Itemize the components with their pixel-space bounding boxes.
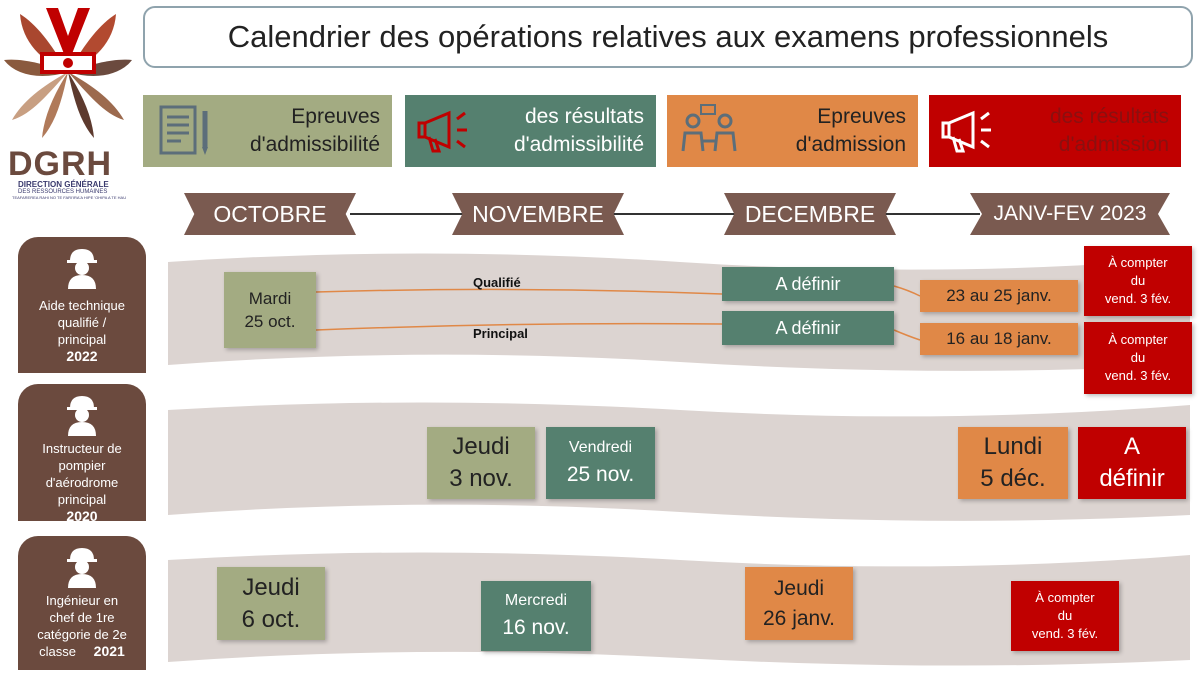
row-year: 2020: [66, 508, 98, 524]
row-label-line: pompier: [58, 458, 106, 473]
res-line: vend. 3 fév.: [1104, 368, 1172, 383]
row2-res-admissibilite: Vendredi 25 nov.: [546, 427, 655, 499]
date-day: Mardi: [248, 289, 292, 308]
legend-line1: Epreuves: [817, 105, 906, 128]
row-label-line: Ingénieur en: [45, 593, 119, 608]
row-label-line: d'aérodrome: [45, 475, 119, 490]
row1-principal-res-admissibilite: A définir: [722, 311, 894, 345]
logo-line3: TEAFAREREA RAHI NO TE FARI'IRA'A HIPE 'O…: [12, 195, 127, 200]
logo-acronym: DGRH: [8, 145, 113, 183]
date-value: 6 oct.: [241, 605, 301, 633]
row-label-ingenieur: Ingénieur en chef de 1re catégorie de 2e…: [18, 536, 146, 670]
legend-admission-resultats: des résultats d'admission: [929, 95, 1181, 167]
row3-res-admissibilite: Mercredi 16 nov.: [481, 581, 591, 651]
row-label-line: chef de 1re: [49, 610, 115, 625]
row2-admissibilite-date: Jeudi 3 nov.: [427, 427, 535, 499]
dgrh-logo: DGRH DIRECTION GÉNÉRALE DES RESSOURCES H…: [2, 2, 134, 200]
legend-line2: d'admission: [795, 133, 906, 156]
row1-qualifie-res-admission: À compter du vend. 3 fév.: [1084, 246, 1192, 316]
res-line: du: [1057, 608, 1073, 623]
res-line: définir: [1099, 465, 1165, 492]
date-day: Jeudi: [242, 573, 300, 601]
legend-admissibilite-resultats: des résultats d'admissibilité: [405, 95, 656, 167]
legend-admissibilite-epreuves: Epreuves d'admissibilité: [143, 95, 392, 167]
timeline-line: [350, 213, 980, 215]
legend-line2: d'admissibilité: [513, 133, 644, 156]
date-day: Jeudi: [773, 576, 825, 600]
worker-icon: [67, 396, 97, 436]
row-label-instructeur: Instructeur de pompier d'aérodrome princ…: [18, 384, 146, 524]
legend-line1: des résultats: [1049, 105, 1169, 128]
row-label-line: principal: [57, 492, 107, 507]
row-label-last-line: classe 2021: [18, 643, 146, 660]
worker-icon: [67, 249, 97, 289]
res-line: À compter: [1108, 332, 1168, 347]
res-line: À compter: [1108, 255, 1168, 270]
megaphone-icon: [941, 110, 991, 153]
date-day: Mercredi: [504, 592, 568, 609]
res-line: vend. 3 fév.: [1104, 291, 1172, 306]
row-label-line: Aide technique: [38, 298, 125, 313]
row-label-line: qualifié /: [57, 315, 107, 330]
date-day: Jeudi: [452, 433, 510, 460]
row1-admissibilite-date: Mardi 25 oct.: [224, 272, 316, 348]
track-label-qualifie: Qualifié: [473, 275, 521, 290]
legend-line1: des résultats: [524, 105, 644, 128]
date-value: 3 nov.: [449, 465, 513, 492]
logo-line2: DES RESSOURCES HUMAINES: [18, 189, 108, 195]
date-value: 16 nov.: [502, 616, 570, 639]
date-value: 5 déc.: [980, 465, 1046, 492]
row-label-line: principal: [57, 332, 107, 347]
row-label-line: catégorie de 2e: [37, 627, 127, 642]
row1-principal-res-admission: À compter du vend. 3 fév.: [1084, 322, 1192, 394]
month-octobre: OCTOBRE: [184, 193, 356, 235]
res-line: vend. 3 fév.: [1031, 626, 1099, 641]
interview-icon: [681, 104, 737, 152]
row-label-aide-technique: Aide technique qualifié / principal 2022: [18, 237, 146, 373]
legend-admission-epreuves: Epreuves d'admission: [667, 95, 918, 167]
row3-admissibilite-date: Jeudi 6 oct.: [217, 567, 325, 640]
legend-line2: d'admissibilité: [249, 133, 380, 156]
legend-line1: Epreuves: [291, 105, 380, 128]
logo-line1: DIRECTION GÉNÉRALE: [18, 180, 109, 189]
row2-res-admission: A définir: [1078, 427, 1186, 499]
date-value: 25 oct.: [244, 312, 296, 331]
month-janv-fev: JANV-FEV 2023: [970, 193, 1170, 235]
legend-line2: d'admission: [1058, 133, 1169, 156]
date-value: 26 janv.: [763, 606, 835, 630]
row-year: 2021: [93, 643, 125, 659]
row-label-line: Instructeur de: [42, 441, 122, 456]
res-line: A: [1123, 433, 1140, 460]
row1-principal-admission: 16 au 18 janv.: [920, 323, 1078, 355]
date-value: 25 nov.: [566, 463, 635, 486]
worker-icon: [67, 548, 97, 588]
row-label-line: classe: [39, 644, 77, 659]
document-icon: [159, 105, 208, 155]
row2-admission: Lundi 5 déc.: [958, 427, 1068, 499]
date-day: Vendredi: [568, 439, 633, 456]
month-decembre: DECEMBRE: [724, 193, 896, 235]
row3-res-admission: À compter du vend. 3 fév.: [1011, 581, 1119, 651]
logo-emblem: [4, 8, 132, 138]
res-line: du: [1130, 350, 1146, 365]
track-label-principal: Principal: [473, 326, 528, 341]
date-day: Lundi: [983, 433, 1043, 460]
row1-qualifie-admission: 23 au 25 janv.: [920, 280, 1078, 312]
row3-admission: Jeudi 26 janv.: [745, 567, 853, 640]
megaphone-icon: [417, 110, 467, 153]
res-line: À compter: [1035, 590, 1095, 605]
row-year: 2022: [66, 348, 98, 364]
res-line: du: [1130, 273, 1146, 288]
month-novembre: NOVEMBRE: [452, 193, 624, 235]
row1-qualifie-res-admissibilite: A définir: [722, 267, 894, 301]
page-title: Calendrier des opérations relatives aux …: [143, 6, 1193, 68]
